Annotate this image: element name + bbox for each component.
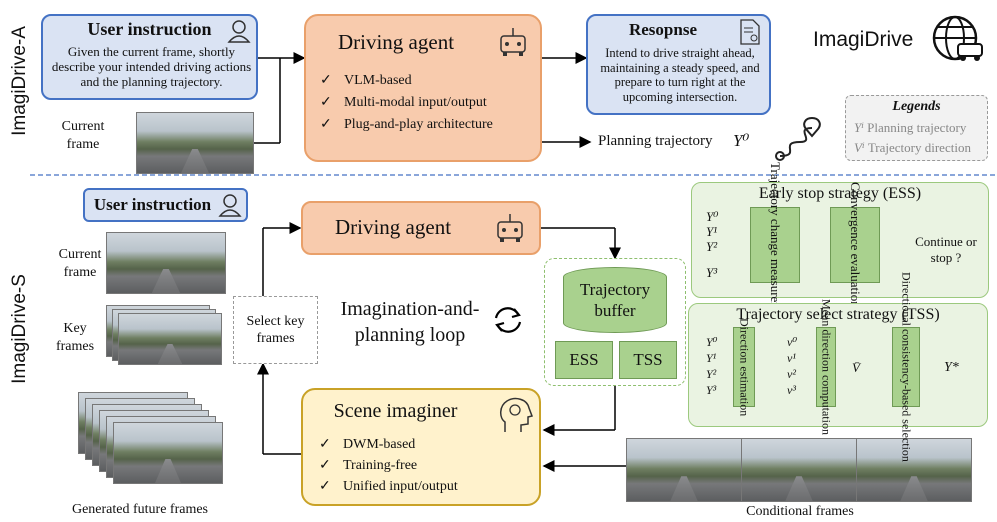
conditional-frames-label: Conditional frames <box>746 504 854 519</box>
driving-agent-s-title: Driving agent <box>334 215 452 239</box>
tss-direction-estimation-block: Direction estimation <box>733 318 755 416</box>
generated-frame-image <box>113 422 223 484</box>
brain-head-icon <box>500 397 533 432</box>
ess-inputs: Y⁰ Y¹ Y² Y³ <box>706 209 719 280</box>
robot-car-icon <box>500 28 526 56</box>
current-frame-image <box>136 112 254 174</box>
scene-imaginer-title: Scene imaginer <box>333 400 458 422</box>
brand-name: ImagiDrive <box>813 28 914 51</box>
feature-item: Plug-and-play architecture <box>320 114 493 136</box>
response-title: Resopnse <box>628 20 697 39</box>
select-key-frames-label: Select key frames <box>246 314 305 346</box>
response-box: Resopnse Intend to drive straight ahead,… <box>586 14 771 115</box>
scene-imaginer-features: DWM-based Training-free Unified input/ou… <box>319 434 458 497</box>
ess-convergence-block: Convergence evaluation <box>830 182 880 308</box>
key-frames-label: Key frames <box>55 321 95 354</box>
user-icon <box>227 20 251 43</box>
generated-frames-label: Generated future frames <box>71 502 209 517</box>
robot-car-icon <box>497 214 523 242</box>
ess-short-label: ESS <box>569 350 599 369</box>
legend-item-2: Vⁱ Trajectory direction <box>854 140 971 155</box>
legends-title: Legends <box>892 99 941 114</box>
legends-box: Legends Yⁱ Planning trajectory Vⁱ Trajec… <box>845 95 988 161</box>
conditional-frame-image <box>856 438 972 502</box>
current-frame-label-s: Current frame <box>58 247 102 280</box>
tss-mean-vector: V̄ <box>852 360 860 375</box>
tss-direction-vectors: v⁰ v¹ v² v³ <box>787 335 798 397</box>
conditional-frame-image <box>626 438 742 502</box>
planning-trajectory-symbol: Y⁰ <box>733 131 750 150</box>
ess-output: Continue or stop ? <box>915 234 977 265</box>
user-icon <box>218 194 242 217</box>
tss-output: Y* <box>944 360 959 375</box>
tss-selection-block: Directional consistency-based selection <box>892 272 920 462</box>
side-label-a: ImagiDrive-A <box>9 26 30 136</box>
response-text: Intend to drive straight ahead, maintain… <box>600 46 760 104</box>
user-instruction-box: User instruction Given the current frame… <box>41 14 258 100</box>
tss-inputs: Y⁰ Y¹ Y² Y³ <box>706 335 718 397</box>
user-instruction-s-title: User instruction <box>93 195 212 214</box>
driving-agent-box: Driving agent VLM-based Multi-modal inpu… <box>304 14 542 162</box>
tss-title: Trajectory select strategy (TSS) <box>736 306 940 323</box>
document-icon <box>740 19 760 45</box>
trajectory-buffer-panel: Trajectory buffer ESS TSS <box>544 258 686 386</box>
driving-agent-features: VLM-based Multi-modal input/output Plug-… <box>320 70 493 136</box>
globe-car-icon <box>932 15 983 61</box>
feature-item: Multi-modal input/output <box>320 92 493 114</box>
ess-title: Early stop strategy (ESS) <box>758 185 922 202</box>
tss-mean-direction-block: Mean direction computation <box>816 299 836 435</box>
loop-label: Imagination-and-planning loop <box>340 298 480 346</box>
ess-block: ESS <box>555 341 613 379</box>
route-icon <box>775 116 821 161</box>
user-instruction-title: User instruction <box>87 19 212 39</box>
current-frame-label: Current frame <box>61 119 105 152</box>
trajectory-buffer-label: Trajectory buffer <box>579 280 651 320</box>
side-label-s: ImagiDrive-S <box>9 274 30 384</box>
tss-short-label: TSS <box>633 350 663 369</box>
legend-item-1: Yⁱ Planning trajectory <box>854 120 967 135</box>
planning-trajectory-label: Planning trajectory <box>598 133 713 149</box>
key-frame-image <box>118 313 222 365</box>
user-instruction-text: Given the current frame, shortly describ… <box>51 44 252 89</box>
driving-agent-title: Driving agent <box>337 30 455 54</box>
driving-agent-box-s: Driving agent <box>301 201 541 255</box>
conditional-frame-image <box>741 438 857 502</box>
select-key-frames-box: Select key frames <box>233 296 318 364</box>
trajectory-buffer-cylinder: Trajectory buffer <box>563 267 667 333</box>
scene-imaginer-box: Scene imaginer DWM-based Training-free U… <box>301 388 541 506</box>
loop-icon <box>494 307 522 333</box>
feature-item: DWM-based <box>319 434 458 455</box>
ess-change-measurement-block: Trajectory change measurement <box>750 162 800 328</box>
feature-item: VLM-based <box>320 70 493 92</box>
tss-block: TSS <box>619 341 677 379</box>
current-frame-image-s <box>106 232 226 294</box>
feature-item: Training-free <box>319 455 458 476</box>
feature-item: Unified input/output <box>319 476 458 497</box>
